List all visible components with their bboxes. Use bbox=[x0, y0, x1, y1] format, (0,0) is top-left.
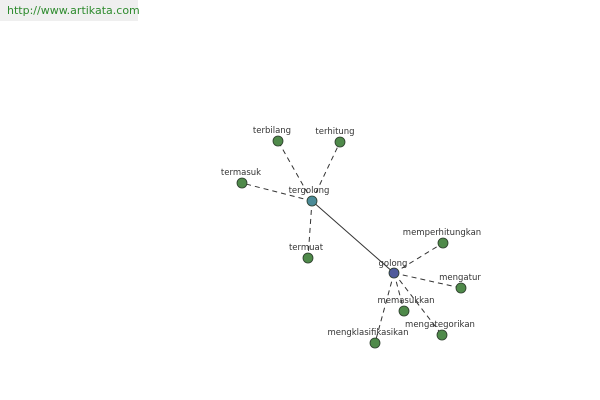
edge-tergolong-terhitung bbox=[311, 141, 341, 202]
node-label-terhitung[interactable]: terhitung bbox=[315, 127, 354, 137]
node-label-golong[interactable]: golong bbox=[379, 259, 408, 269]
node-golong[interactable]: golong bbox=[379, 259, 408, 279]
node-circle-golong[interactable] bbox=[388, 267, 400, 279]
node-label-termasuk[interactable]: termasuk bbox=[221, 168, 261, 178]
node-mengklasifikasikan[interactable]: mengklasifikasikan bbox=[327, 328, 409, 349]
node-memperhitungkan[interactable]: memperhitungkan bbox=[403, 228, 481, 249]
node-termuat[interactable]: termuat bbox=[289, 243, 324, 264]
node-terhitung[interactable]: terhitung bbox=[315, 127, 355, 148]
node-circle-termuat[interactable] bbox=[302, 252, 314, 264]
source-url-banner[interactable]: http://www.artikata.com bbox=[0, 0, 140, 21]
edges-layer bbox=[241, 140, 462, 344]
node-label-tergolong[interactable]: tergolong bbox=[289, 186, 330, 196]
edge-golong-mengategorikan bbox=[393, 272, 443, 336]
edge-golong-memperhitungkan bbox=[393, 242, 444, 274]
edge-golong-mengklasifikasikan bbox=[374, 272, 395, 344]
node-circle-terhitung[interactable] bbox=[334, 136, 346, 148]
node-memasukkan[interactable]: memasukkan bbox=[377, 296, 435, 317]
node-label-terbilang[interactable]: terbilang bbox=[253, 126, 291, 136]
node-label-termuat[interactable]: termuat bbox=[289, 243, 324, 253]
node-mengatur[interactable]: mengatur bbox=[439, 273, 481, 294]
node-mengategorikan[interactable]: mengategorikan bbox=[405, 320, 475, 341]
node-circle-terbilang[interactable] bbox=[272, 135, 284, 147]
node-circle-mengklasifikasikan[interactable] bbox=[369, 337, 381, 349]
edge-tergolong-termuat bbox=[307, 200, 313, 259]
edge-tergolong-golong bbox=[311, 200, 395, 274]
node-circle-termasuk[interactable] bbox=[236, 177, 248, 189]
node-circle-memperhitungkan[interactable] bbox=[437, 237, 449, 249]
node-label-memperhitungkan[interactable]: memperhitungkan bbox=[403, 228, 481, 238]
nodes-layer: tergolong golong terbilang terhitung termasu… bbox=[221, 126, 481, 349]
node-label-mengatur[interactable]: mengatur bbox=[439, 273, 481, 283]
edge-golong-mengatur bbox=[393, 272, 462, 289]
edge-golong-memasukkan bbox=[393, 272, 405, 312]
node-circle-tergolong[interactable] bbox=[306, 195, 318, 207]
node-label-memasukkan[interactable]: memasukkan bbox=[377, 296, 434, 306]
node-circle-memasukkan[interactable] bbox=[398, 305, 410, 317]
node-label-mengategorikan[interactable]: mengategorikan bbox=[405, 320, 475, 330]
node-termasuk[interactable]: termasuk bbox=[221, 168, 261, 189]
edge-tergolong-termasuk bbox=[241, 182, 313, 202]
edge-tergolong-terbilang bbox=[277, 140, 313, 202]
node-circle-mengategorikan[interactable] bbox=[436, 329, 448, 341]
node-tergolong[interactable]: tergolong bbox=[289, 186, 330, 207]
node-label-mengklasifikasikan[interactable]: mengklasifikasikan bbox=[327, 328, 408, 338]
node-terbilang[interactable]: terbilang bbox=[253, 126, 291, 147]
node-circle-mengatur[interactable] bbox=[455, 282, 467, 294]
